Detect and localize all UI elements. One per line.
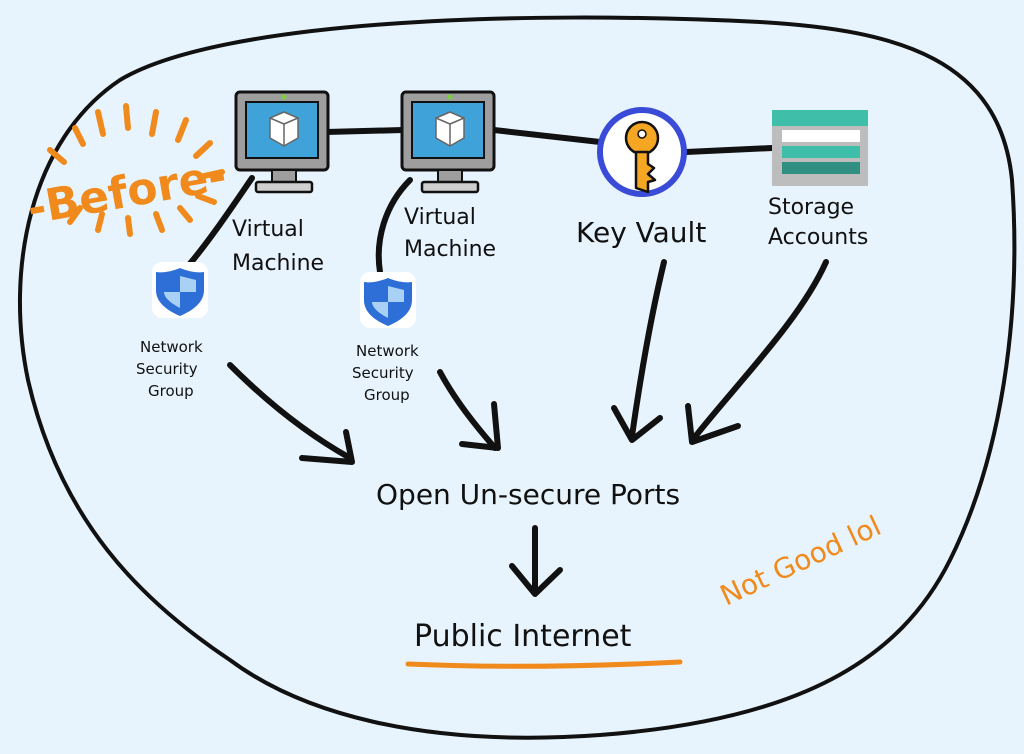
arrow-nsg1-ports-head (299, 429, 355, 465)
public-internet-underline (405, 659, 683, 669)
nsg2-label-line3: Group (364, 386, 410, 404)
link-vm1-nsg1 (185, 175, 255, 269)
link-vm2-keyvault (491, 127, 603, 145)
key-vault-label: Key Vault (576, 216, 706, 249)
nsg1-label-line2: Security (136, 360, 198, 378)
arrow-nsg2-ports-head (459, 401, 501, 451)
arrow-keyvault-ports-head (611, 405, 663, 443)
storage-node: Storage Accounts (768, 110, 868, 250)
not-good-label: Not Good lol (715, 509, 886, 612)
public-internet-label: Public Internet (414, 619, 632, 654)
arrows (227, 259, 829, 597)
storage-label-line1: Storage (768, 195, 854, 220)
key-vault-node: Key Vault (576, 107, 706, 249)
arrow-nsg2-ports (437, 369, 498, 451)
nsg1-node: Network Security Group (136, 262, 208, 400)
link-keyvault-storage (683, 145, 775, 155)
shield-icon (152, 262, 208, 318)
nsg2-label-line2: Security (352, 364, 414, 382)
monitor-icon (234, 90, 330, 194)
nsg2-node: Network Security Group (352, 272, 419, 404)
link-vm1-vm2 (323, 127, 406, 135)
arrow-keyvault-ports (629, 259, 667, 439)
boundary-outline (18, 15, 1017, 740)
key-icon (597, 107, 687, 197)
vm2-label-line1: Virtual (404, 205, 476, 230)
nsg1-label-line3: Group (148, 382, 194, 400)
arrow-ports-internet-head (509, 563, 563, 597)
arrow-nsg1-ports (227, 362, 353, 461)
vm2-node: Virtual Machine (400, 90, 496, 262)
link-vm2-nsg2 (375, 177, 413, 275)
open-ports-label: Open Un-secure Ports (376, 478, 680, 511)
vm1-label-line2: Machine (232, 251, 324, 276)
vm1-label-line1: Virtual (232, 217, 304, 242)
connections (185, 127, 775, 275)
nsg1-label-line1: Network (140, 338, 203, 356)
arrow-storage-ports-head (685, 403, 741, 445)
vm2-label-line2: Machine (404, 237, 496, 262)
storage-label-line2: Accounts (768, 225, 868, 250)
nsg2-label-line1: Network (356, 342, 419, 360)
arrow-storage-ports (691, 259, 829, 441)
sun-rays-icon (47, 103, 225, 237)
shield-icon (360, 272, 416, 328)
vm1-node: Virtual Machine (232, 90, 330, 276)
storage-icon (772, 110, 868, 186)
monitor-icon (400, 90, 496, 194)
